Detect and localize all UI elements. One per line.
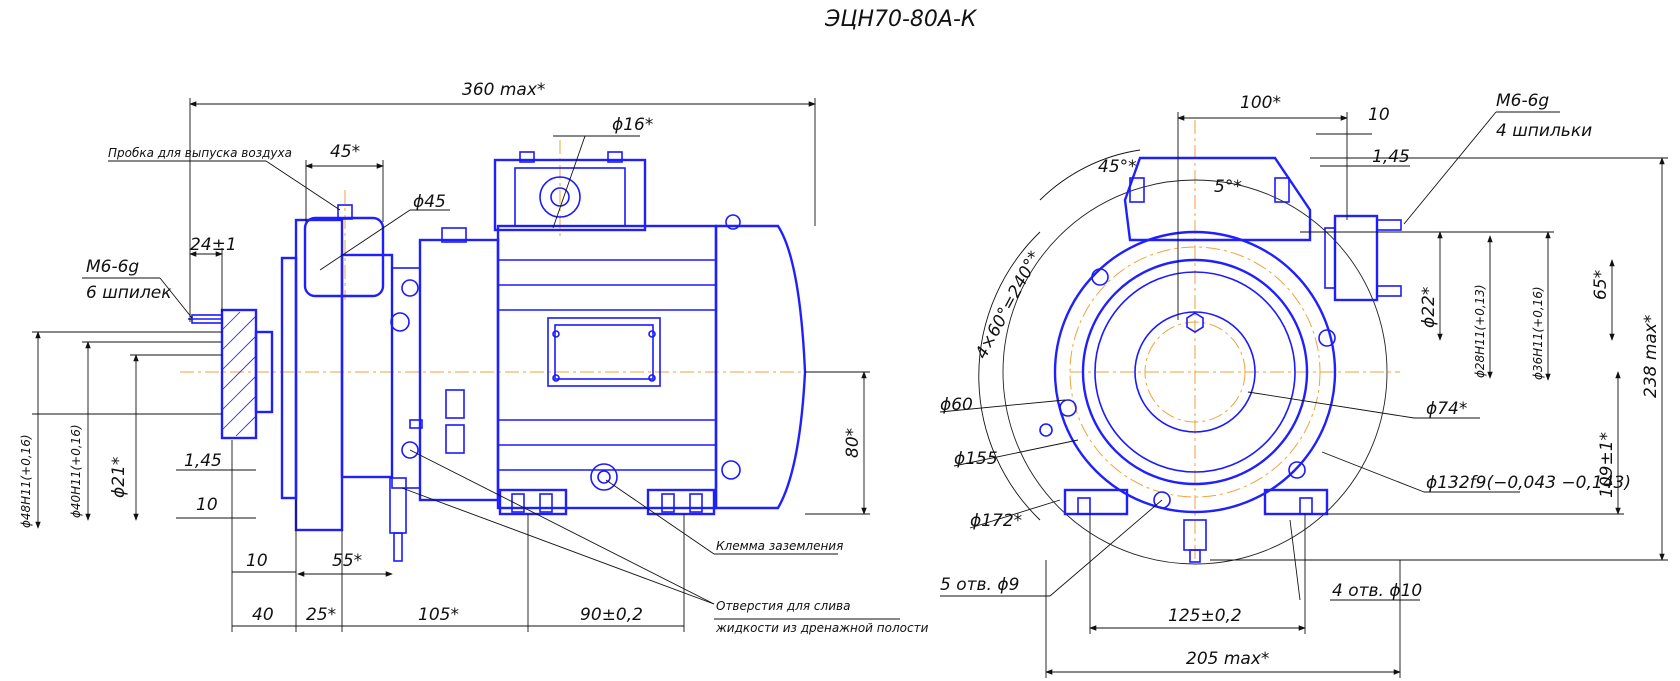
front-view-dimensions: 100* 10 M6-6g 4 шпильки 1,45 45°* 5°* ϕ2…	[939, 91, 1668, 678]
label-4-studs: 4 шпильки	[1496, 121, 1592, 141]
label-drain-holes-2: жидкости из дренажной полости	[715, 621, 929, 635]
dim-d60: ϕ60	[940, 395, 973, 415]
dim-145-right: 1,45	[1372, 147, 1410, 167]
dim-d28: ϕ28H11(+0,13)	[1473, 284, 1487, 378]
dim-10-left-b: 10	[246, 551, 268, 571]
dim-d132: ϕ132f9(−0,043 −0,143)	[1426, 473, 1631, 493]
label-6-studs: 6 шпилек	[86, 283, 172, 303]
dim-65: 65*	[1591, 270, 1611, 300]
label-m6-left: M6-6g	[86, 257, 139, 277]
dim-109: 109±1*	[1597, 432, 1617, 498]
side-view	[180, 140, 830, 562]
dim-d155: ϕ155	[954, 449, 998, 469]
dim-d40: ϕ40H11(+0,16)	[69, 424, 83, 518]
label-4-holes: 4 отв. ϕ10	[1332, 581, 1422, 601]
label-5-holes: 5 отв. ϕ9	[940, 575, 1019, 595]
side-view-dimensions: 360 max* 45* Пробка для выпуска воздуха …	[19, 80, 929, 635]
dim-125: 125±0,2	[1168, 606, 1242, 626]
dim-d48: ϕ48H11(+0,16)	[19, 434, 33, 528]
dim-90: 90±0,2	[580, 605, 643, 625]
label-air-plug: Пробка для выпуска воздуха	[108, 146, 292, 160]
dim-d172: ϕ172*	[970, 511, 1022, 531]
drawing-title: ЭЦН70-80А-К	[824, 7, 978, 32]
dim-d74: ϕ74*	[1426, 399, 1467, 419]
dim-55: 55*	[332, 551, 362, 571]
dim-205: 205 max*	[1186, 649, 1269, 669]
dim-overall-length: 360 max*	[462, 80, 545, 100]
dim-238: 238 max*	[1641, 315, 1661, 398]
label-ground-terminal: Клемма заземления	[716, 539, 843, 553]
dim-100: 100*	[1240, 93, 1281, 113]
dim-80: 80*	[843, 428, 863, 458]
dim-145-left: 1,45	[184, 451, 222, 471]
dim-d22: ϕ22*	[1419, 287, 1439, 328]
dim-45-star: 45*	[330, 142, 360, 162]
dim-angle-45: 45°*	[1098, 157, 1137, 177]
dim-angles-4x60: 4×60°=240°*	[972, 248, 1045, 362]
dim-d21: ϕ21*	[109, 457, 129, 498]
dim-10-right: 10	[1368, 105, 1390, 125]
dim-angle-5: 5°*	[1214, 177, 1242, 197]
dim-40: 40	[252, 605, 274, 625]
dim-d45: ϕ45	[413, 192, 446, 212]
dim-d16: ϕ16*	[612, 115, 653, 135]
dim-10-left-a: 10	[196, 495, 218, 515]
dim-25: 25*	[306, 605, 336, 625]
label-drain-holes-1: Отверстия для слива	[716, 599, 850, 613]
dim-d36: ϕ36H11(+0,16)	[1531, 286, 1545, 380]
dim-24: 24±1	[190, 235, 237, 255]
front-view	[1002, 120, 1402, 565]
dim-105: 105*	[418, 605, 459, 625]
label-m6-right: M6-6g	[1496, 91, 1549, 111]
